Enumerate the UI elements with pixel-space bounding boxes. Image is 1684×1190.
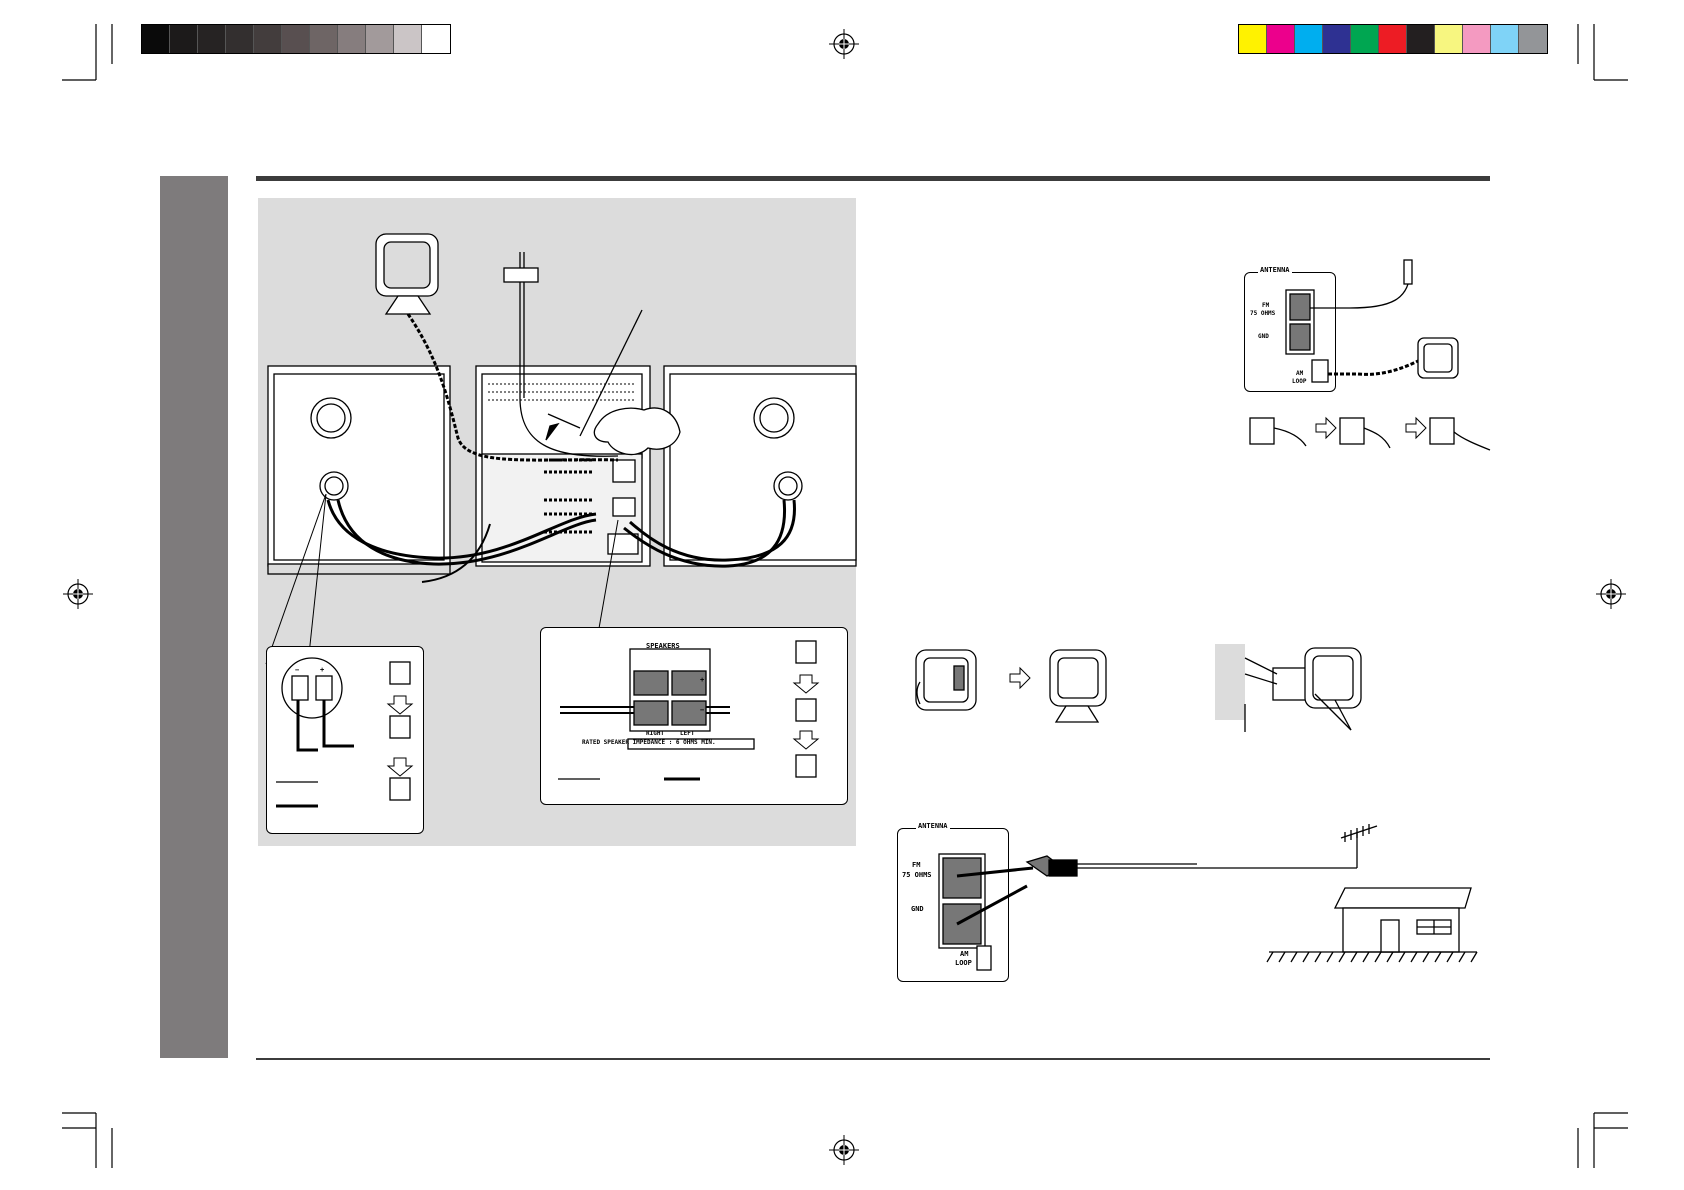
grayscale-swatch [198,25,226,53]
fm-wire-antenna-icon [503,252,619,457]
speakers-terminal-detail [558,640,820,781]
registration-mark-icon [63,579,93,609]
grayscale-swatch [394,25,422,53]
speakers-right-label: RIGHT [646,730,665,737]
antenna-bottom-loop: LOOP [955,959,972,967]
outdoor-antenna-icon [1340,824,1378,868]
color-swatch [1463,25,1491,53]
grayscale-swatch [282,25,310,53]
terminal-plus-label: + [320,666,325,674]
am-loop-assembly [915,649,1107,723]
color-swatch [1323,25,1351,53]
speakers-minus: − [700,706,705,714]
antenna-bottom-gnd: GND [911,905,924,913]
am-loop-antenna-icon [375,233,439,315]
grayscale-swatch [142,25,170,53]
antenna-bottom-ohms: 75 OHMS [902,871,932,879]
registration-mark-icon [829,1135,859,1165]
house-icon [1266,887,1478,963]
grayscale-swatch [226,25,254,53]
arrow-right-icon [1315,416,1427,440]
speakers-title: SPEAKERS [646,642,680,650]
grayscale-swatch [254,25,282,53]
color-swatch [1491,25,1519,53]
speaker-terminal-detail [276,657,414,808]
right-speaker [663,365,857,567]
antenna-bottom-am: AM [960,950,969,958]
color-swatch [1351,25,1379,53]
antenna-top-fm: FM [1262,302,1270,309]
antenna-top-loop: LOOP [1292,378,1307,385]
antenna-top-gnd: GND [1258,333,1269,340]
color-calibration-bar [1238,24,1548,54]
grayscale-calibration-bar [141,24,451,54]
left-speaker [267,365,451,575]
color-swatch [1295,25,1323,53]
arrow-down-icon [792,674,820,750]
screwdriver-icon [545,309,643,441]
system-connection-illustration [265,233,857,665]
header-rule [256,176,1490,181]
am-loop-wall-mount [1215,644,1362,732]
registration-mark-icon [1596,579,1626,609]
section-sidebar-tab [160,176,228,1058]
color-swatch [1267,25,1295,53]
grayscale-swatch [338,25,366,53]
grayscale-swatch [170,25,198,53]
terminal-minus-label: − [295,666,300,674]
antenna-top-ohms: 75 OHMS [1250,310,1276,317]
antenna-connection-steps [1249,416,1491,451]
grayscale-swatch [366,25,394,53]
am-antenna-lead [406,313,619,462]
footer-rule [256,1058,1490,1060]
antenna-terminal-top-detail [1285,259,1459,383]
registration-mark-icon [829,29,859,59]
arrow-right-icon [1009,666,1031,690]
arrow-down-icon [386,695,414,777]
speakers-plus: + [700,676,705,684]
grayscale-swatch [422,25,450,53]
color-swatch [1519,25,1547,53]
antenna-top-am: AM [1296,370,1304,377]
speakers-left-label: LEFT [680,730,695,737]
color-swatch [1435,25,1463,53]
hand-icon [593,407,681,456]
antenna-top-title: ANTENNA [1258,266,1292,274]
color-swatch [1407,25,1435,53]
grayscale-swatch [310,25,338,53]
color-swatch [1379,25,1407,53]
main-unit-rear [475,365,651,567]
color-swatch [1239,25,1267,53]
antenna-bottom-title: ANTENNA [916,822,950,830]
outdoor-antenna-connection [938,824,1478,971]
antenna-bottom-fm: FM [912,861,921,869]
speakers-impedance-label: RATED SPEAKER IMPEDANCE : 6 OHMS MIN. [582,739,716,746]
